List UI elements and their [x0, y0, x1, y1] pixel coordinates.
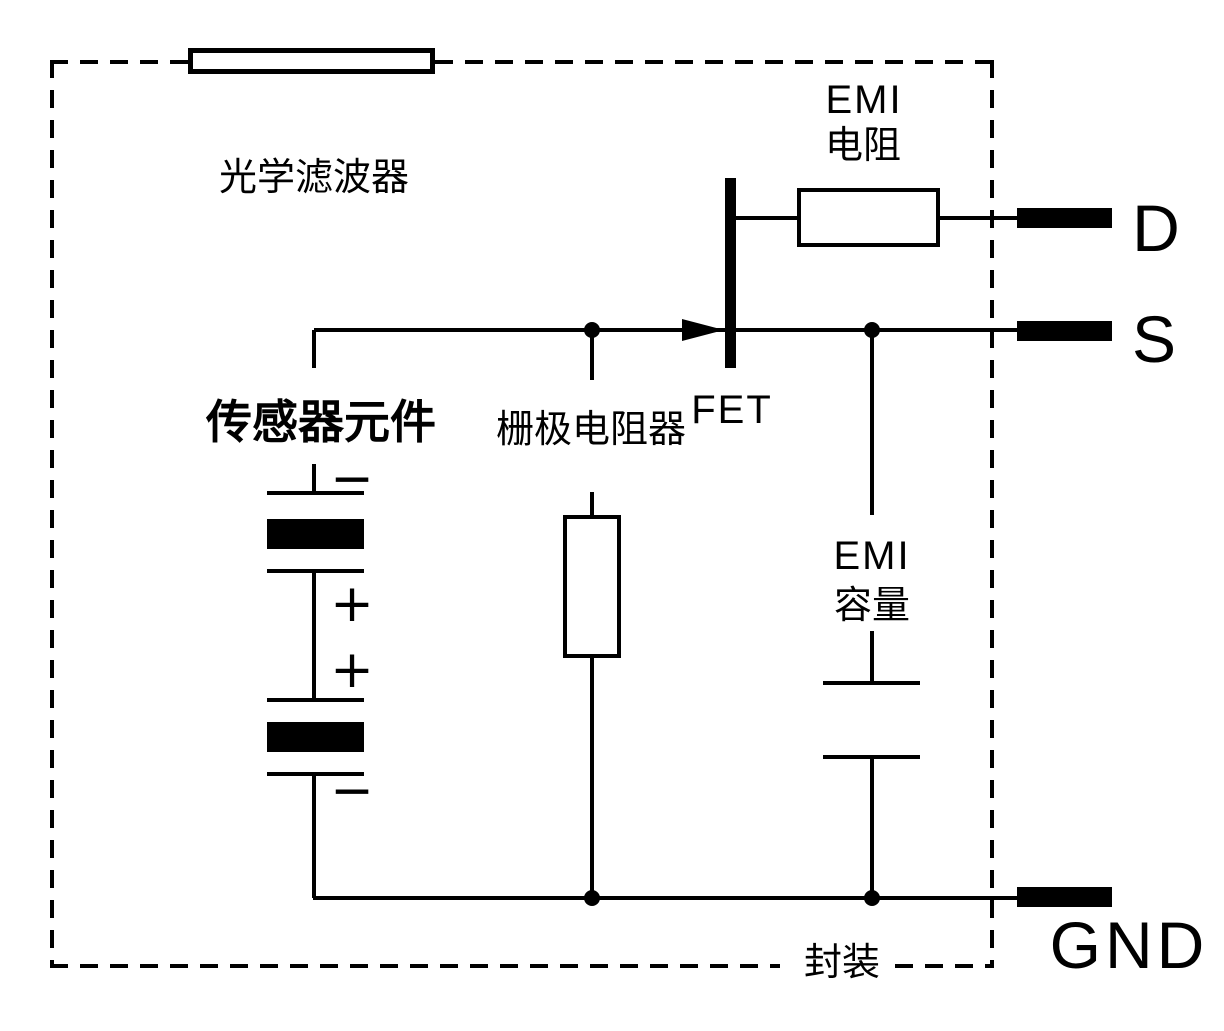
- plus-sign-upper: +: [330, 574, 374, 634]
- package-border-right: [990, 60, 994, 968]
- sensor-element-label: 传感器元件: [206, 396, 436, 448]
- drain-wire-right: [940, 216, 1018, 220]
- sensor-plate-4: [267, 772, 364, 776]
- optical-filter-symbol: [188, 48, 435, 74]
- sensor-plate-3: [267, 698, 364, 702]
- drain-terminal-label: D: [1132, 191, 1184, 265]
- source-wire: [314, 328, 1018, 332]
- sensor-mid-stub: [312, 464, 316, 495]
- emi-capacitor-label-line2: 容量: [833, 585, 911, 627]
- ground-pad: [1017, 887, 1112, 907]
- sensor-top-stub: [312, 330, 316, 368]
- sensor-bottom-wire: [312, 776, 316, 898]
- drain-pad: [1017, 208, 1112, 228]
- gate-bottom-wire: [590, 658, 594, 898]
- fet-label: FET: [691, 388, 773, 432]
- drain-wire-left: [736, 216, 798, 220]
- ground-terminal-label: GND: [1049, 908, 1209, 982]
- ground-bus-wire: [313, 896, 1018, 900]
- package-border-top-left-segment: [50, 60, 190, 64]
- minus-sign-top: −: [330, 449, 374, 509]
- source-terminal-label: S: [1131, 302, 1181, 376]
- emi-resistor-label-line1: EMI: [825, 78, 903, 122]
- minus-sign-bottom: −: [330, 761, 374, 821]
- emi-resistor-label-line2: 电阻: [824, 125, 902, 167]
- package-border-bottom-right-segment: [895, 964, 994, 968]
- plus-sign-lower: +: [330, 640, 374, 700]
- package-label: 封装: [803, 942, 881, 984]
- emi-resistor-symbol: [797, 188, 940, 247]
- sensor-electrode-2: [267, 722, 364, 752]
- sensor-electrode-1: [267, 519, 364, 549]
- fet-channel-bar: [725, 178, 736, 368]
- cap-stub-lower: [870, 631, 874, 683]
- cap-bottom-wire: [870, 757, 874, 898]
- source-pad: [1017, 321, 1112, 341]
- gate-resistor-symbol: [563, 515, 621, 658]
- package-border-left: [50, 60, 54, 968]
- sensor-plate-2: [267, 569, 364, 573]
- cap-plate-top: [823, 681, 920, 685]
- optical-filter-label: 光学滤波器: [218, 157, 410, 199]
- sensor-middle-wire: [312, 572, 316, 702]
- gate-stub-lower: [590, 492, 594, 515]
- emi-capacitor-label-line1: EMI: [833, 534, 911, 578]
- package-border-bottom-left-segment: [50, 964, 780, 968]
- package-border-top-right-segment: [435, 60, 994, 64]
- cap-stub-upper: [870, 330, 874, 515]
- gate-stub-upper: [590, 330, 594, 380]
- sensor-plate-1: [267, 491, 364, 495]
- fet-gate-arrow: [682, 319, 724, 341]
- gate-resistor-label: 栅极电阻器: [495, 409, 687, 451]
